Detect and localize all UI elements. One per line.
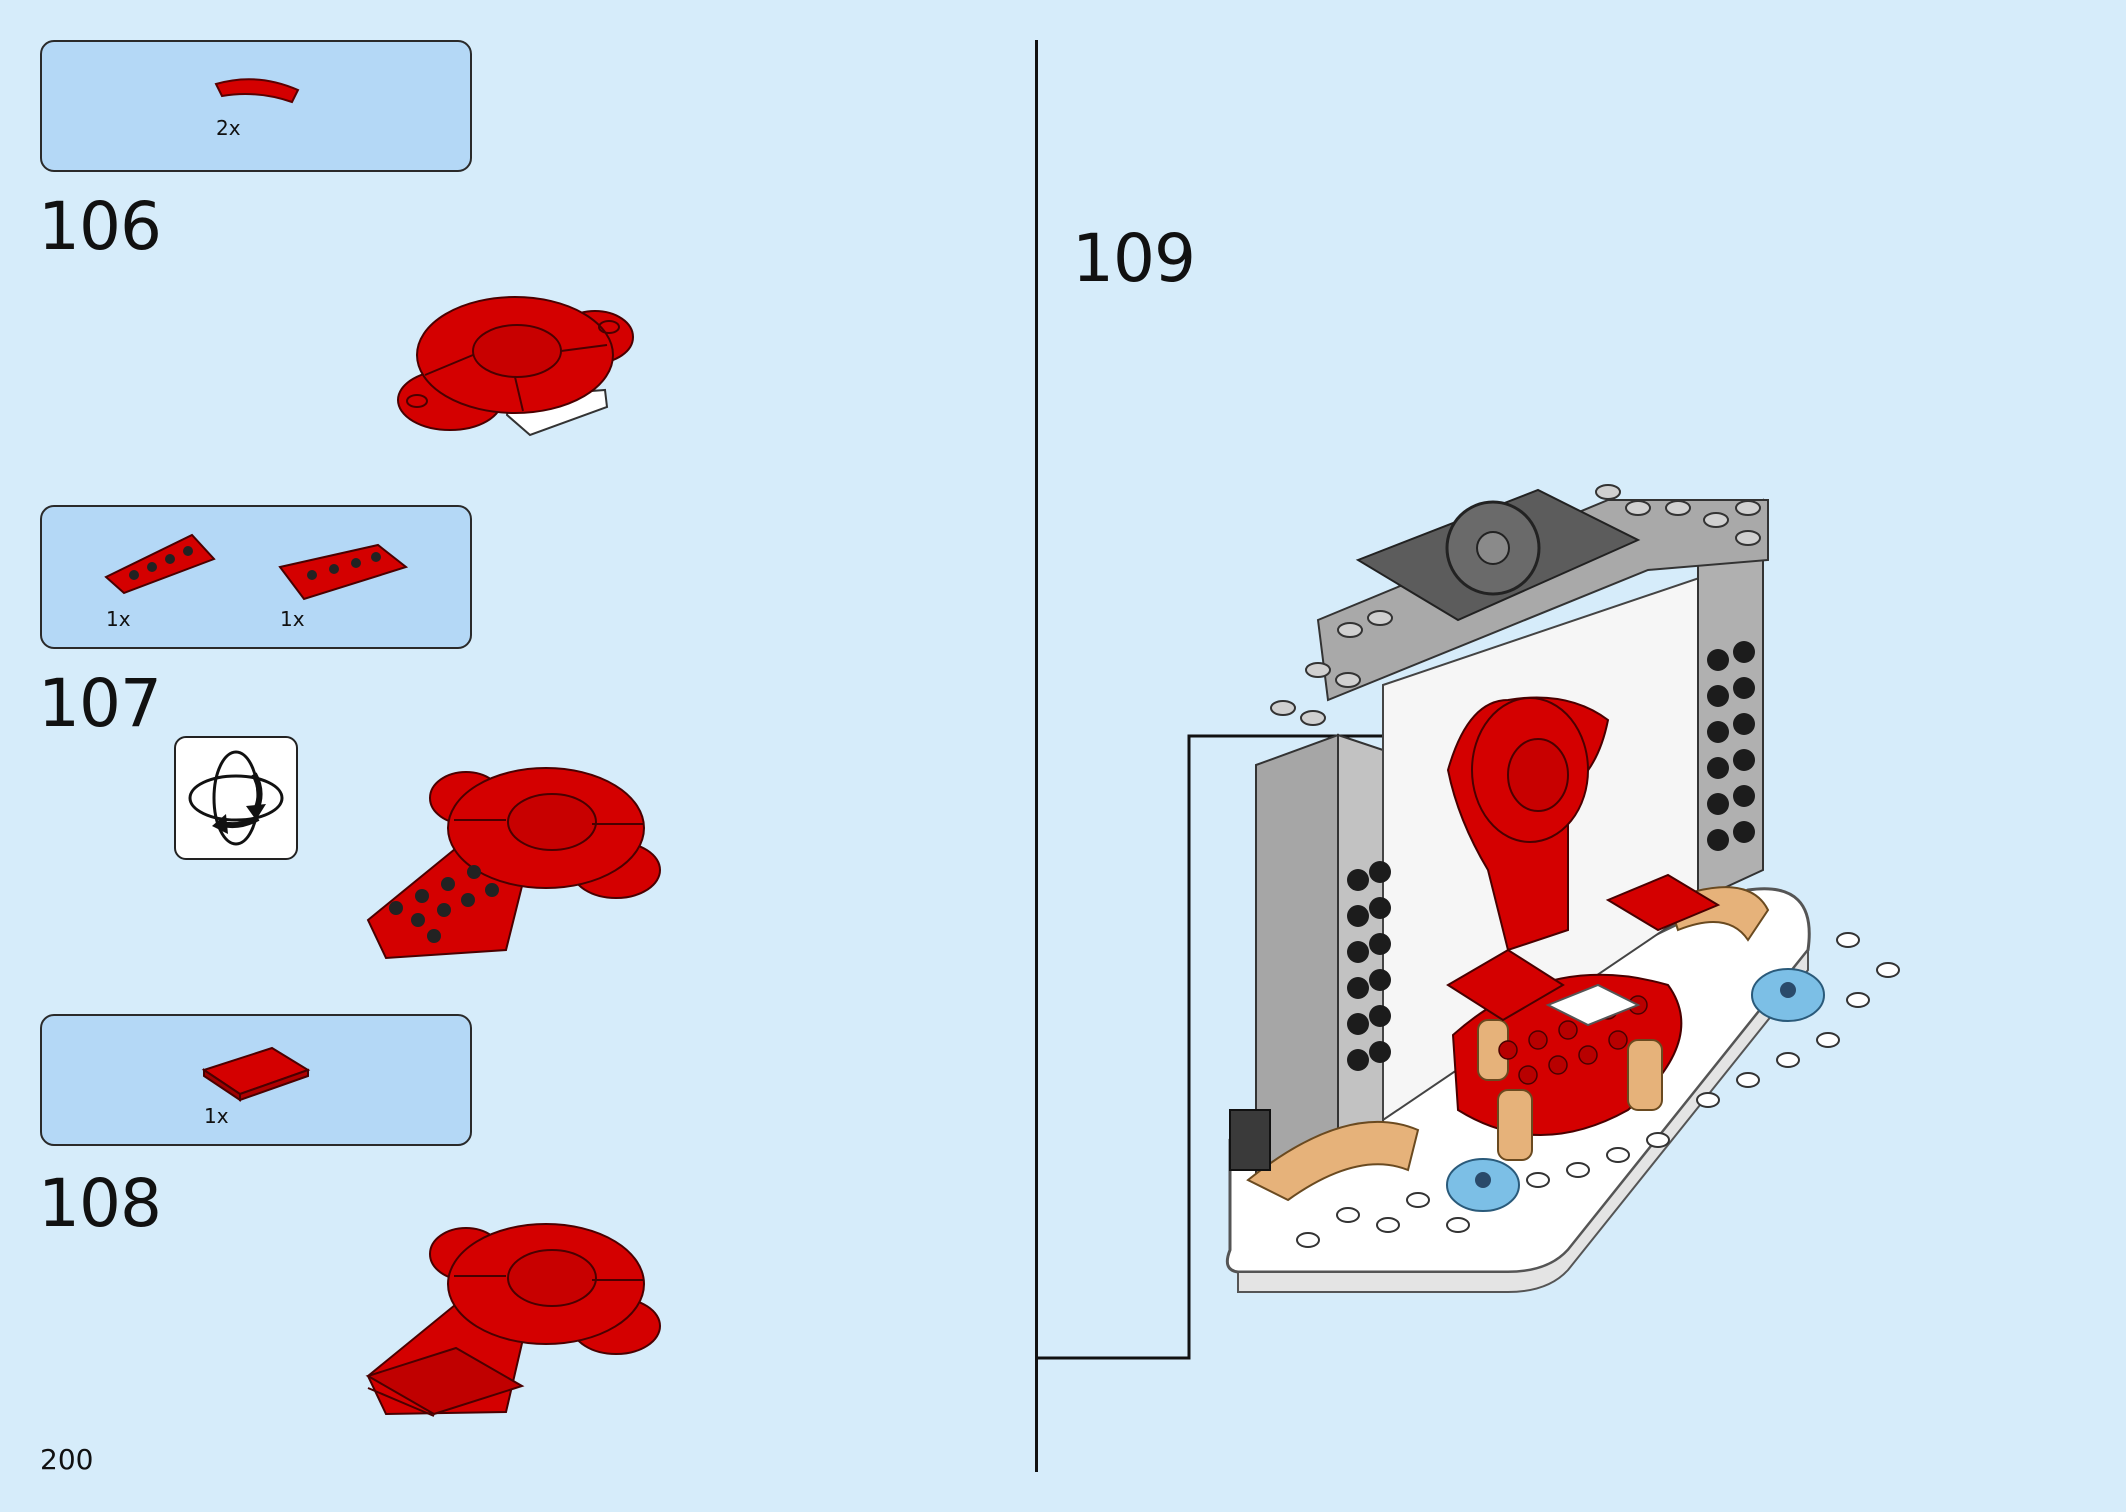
parts-callout-107: 1x 1x: [40, 505, 472, 649]
step-number: 108: [38, 1165, 162, 1242]
red-curved-tile-icon: [214, 78, 300, 104]
red-tile-icon: [201, 1046, 311, 1102]
parts-callout-108: 1x: [40, 1014, 472, 1146]
part-quantity: 2x: [216, 116, 241, 140]
rotate-icon: [188, 750, 284, 846]
assembly-illustration-106: [397, 296, 634, 437]
step-number: 106: [38, 188, 162, 265]
rotate-model-callout: [174, 736, 298, 860]
assembly-illustration-108: [365, 1223, 661, 1417]
parts-callout-106: 2x: [40, 40, 472, 172]
assembly-illustration-107: [366, 767, 661, 960]
part-quantity: 1x: [280, 607, 305, 631]
step-number: 109: [1072, 220, 1196, 297]
part-quantity: 1x: [106, 607, 131, 631]
page-number: 200: [40, 1443, 94, 1476]
column-divider: [1035, 40, 1038, 1472]
step-number: 107: [38, 665, 162, 742]
part-quantity: 1x: [204, 1104, 229, 1128]
red-wedge-plate-right-icon: [278, 543, 409, 601]
red-wedge-plate-left-icon: [104, 533, 216, 595]
assembly-illustration-109: [1225, 484, 1900, 1293]
